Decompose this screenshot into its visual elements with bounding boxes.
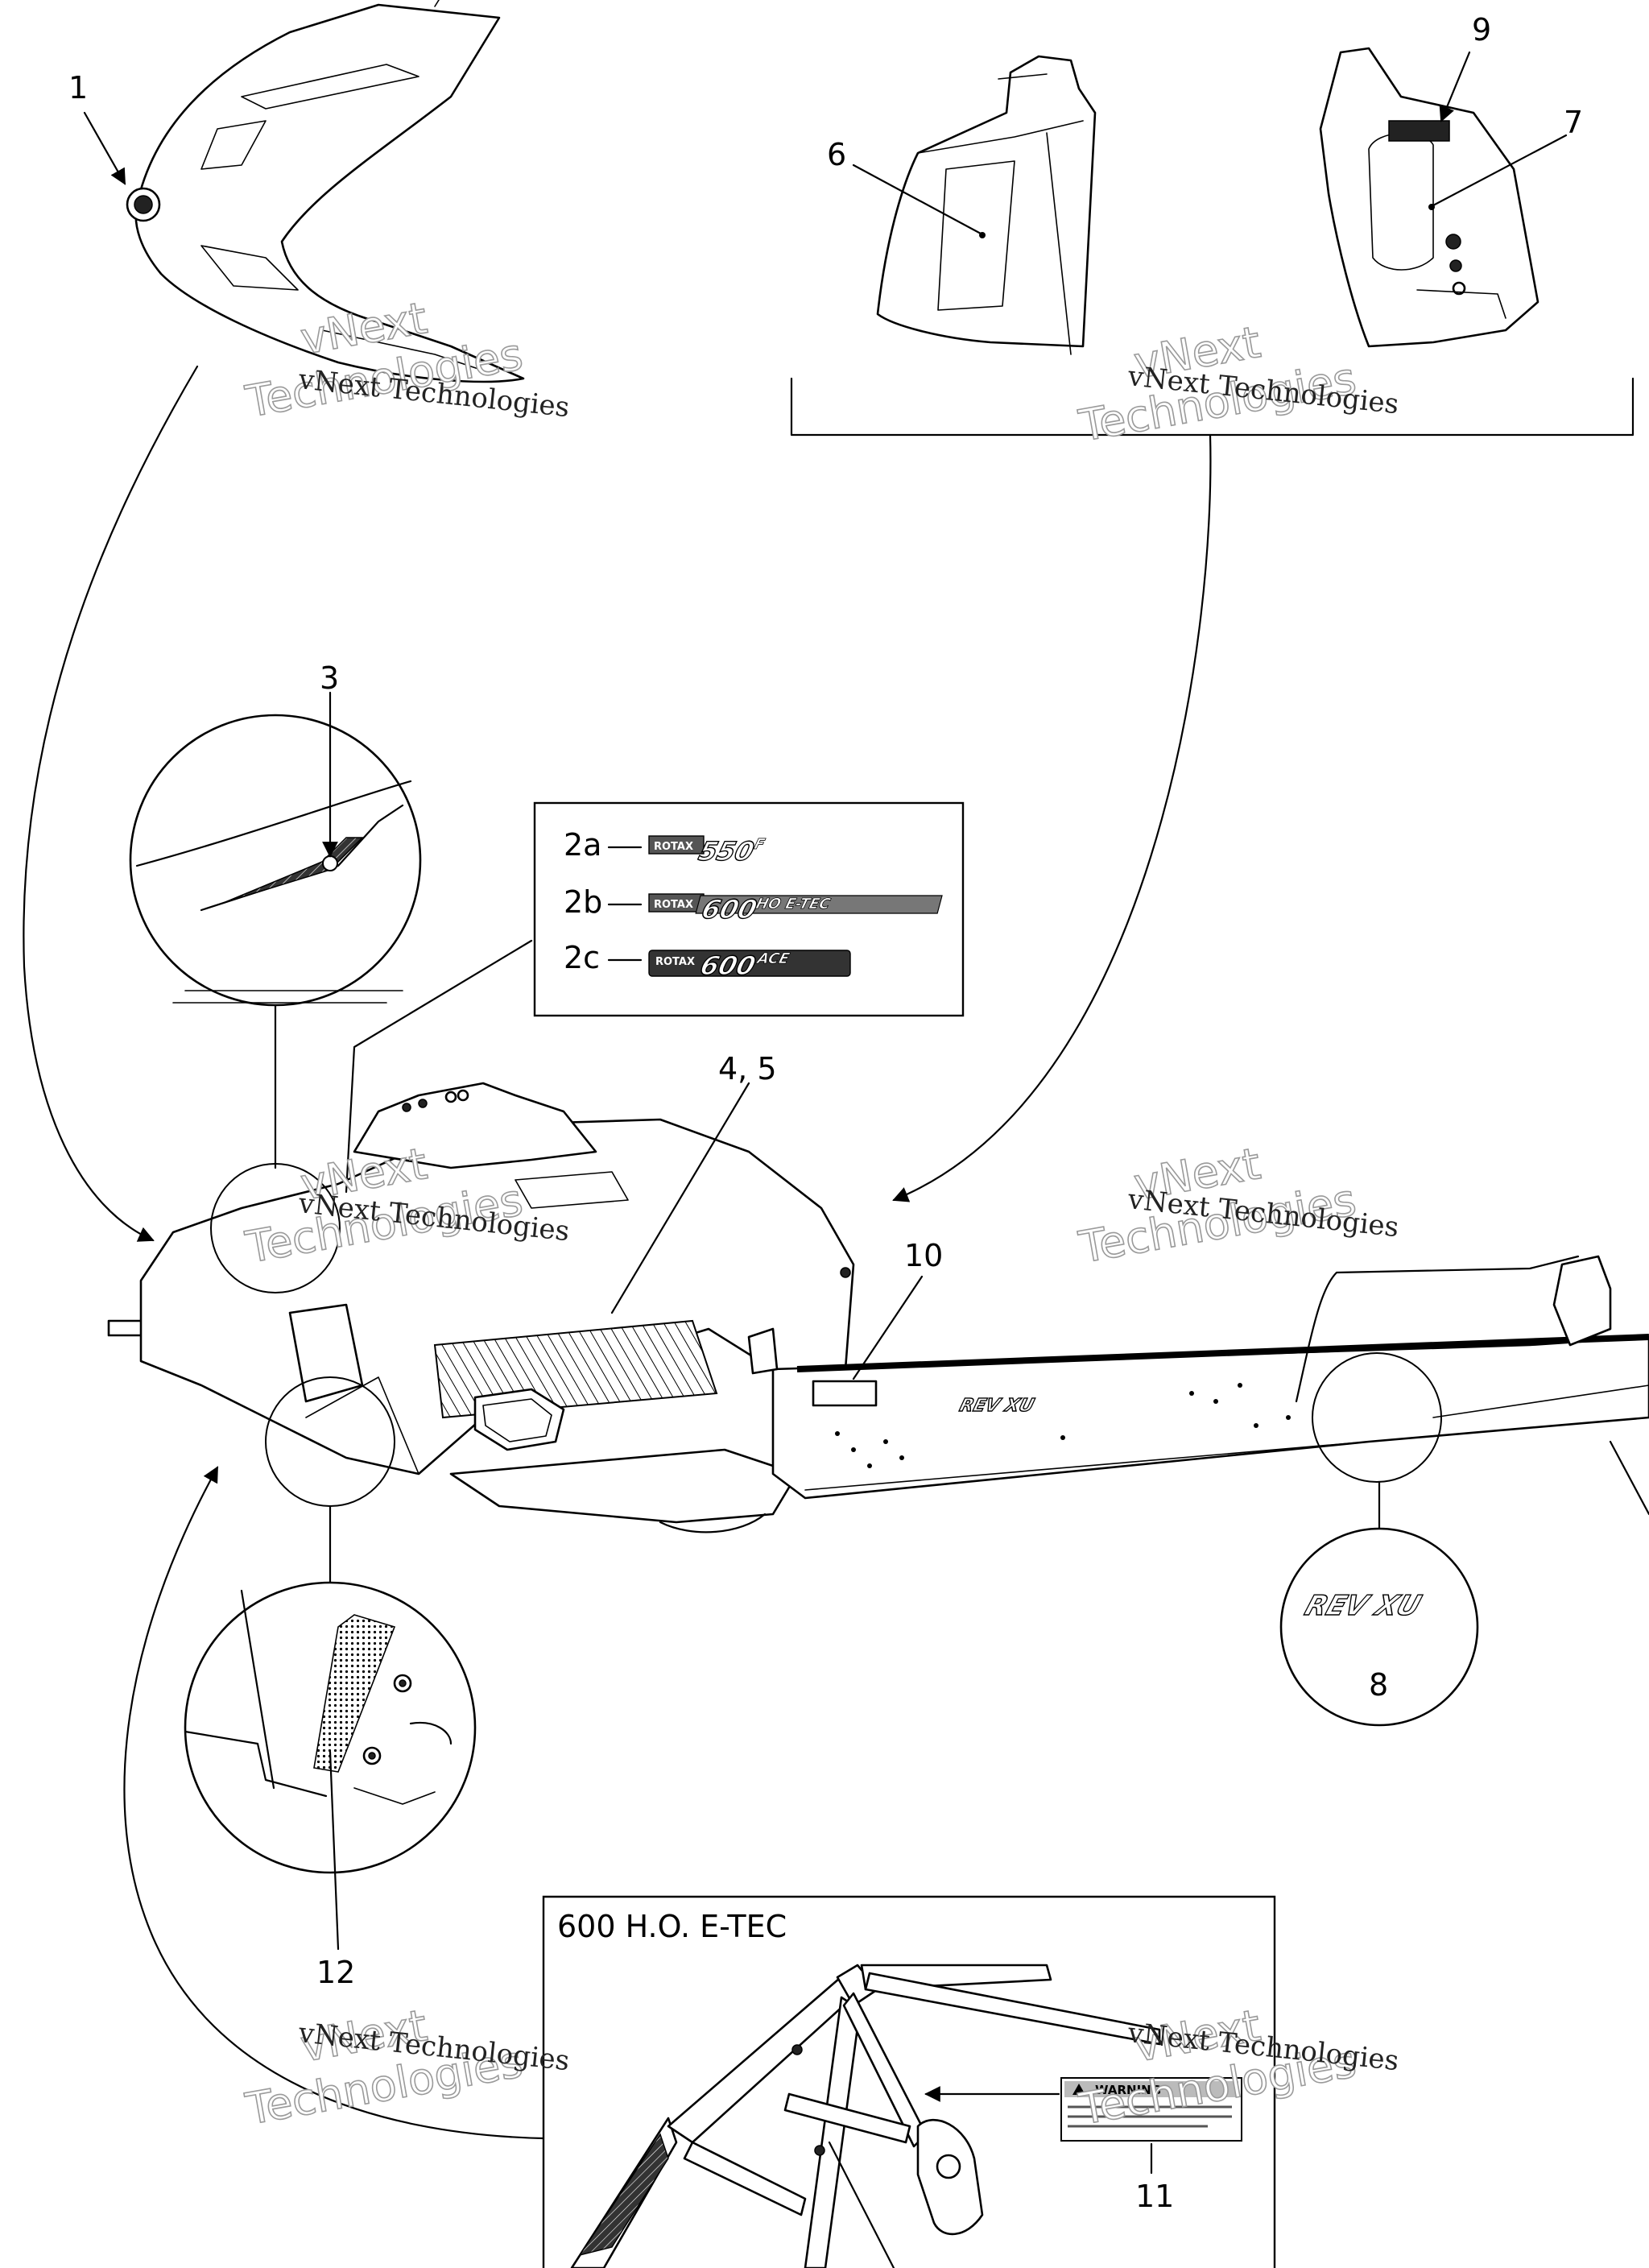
callout-6: 6 [827,137,846,172]
callout-4-5: 4, 5 [718,1051,777,1086]
callout-10: 10 [904,1238,943,1273]
svg-text:ROTAX: ROTAX [655,956,695,968]
svg-text:vNext: vNext [1130,2000,1264,2071]
callout-2a: 2a [564,827,601,863]
snowmobile-body: REV XU [107,1082,1649,1533]
svg-text:HO E-TEC: HO E-TEC [754,896,833,913]
svg-text:550: 550 [696,837,758,867]
callout-9: 9 [1472,12,1491,48]
engine-decal-box: 2a ROTAX 550 F 2b ROTAX 600 HO E-TEC 2c [533,801,965,1017]
svg-text:600: 600 [697,951,759,981]
etec-inset-box: 600 H.O. E-TEC WARNING [542,1895,1276,2268]
callout-11: 11 [1135,2179,1174,2214]
callout-12: 12 [316,1955,355,1990]
callout-2c: 2c [564,940,600,975]
decal-2b: ROTAX 600 HO E-TEC [648,893,943,925]
callout-8: 8 [1369,1667,1388,1703]
decal-2a: ROTAX 550 F [648,835,767,867]
callout-1: 1 [68,70,88,106]
detail-circle-12 [184,1581,477,1874]
tunnel-model-badge: REV XU [957,1395,1036,1416]
hood-fairing-part [126,0,525,383]
callout-3: 3 [320,660,339,696]
svg-text:ACE: ACE [754,950,791,967]
decal-2c: ROTAX 600 ACE [648,950,851,982]
left-side-panel-part [876,55,1097,355]
svg-text:WARNING: WARNING [1095,2083,1161,2097]
svg-text:ROTAX: ROTAX [654,841,693,853]
detail-circle-3 [129,714,422,1007]
callout-2b: 2b [564,884,602,920]
detail-circle-8: REV XU [1279,1527,1479,1727]
warning-decal: WARNING [1060,2077,1242,2142]
right-side-panel-part [1319,47,1539,348]
inset-box-title: 600 H.O. E-TEC [557,1909,787,1944]
callout-7: 7 [1564,105,1583,140]
side-panel-bracket [790,377,1635,437]
model-badge-decal: REV XU [1301,1591,1425,1622]
svg-text:ROTAX: ROTAX [654,899,693,911]
svg-text:600: 600 [698,895,760,925]
decal-10-marker [812,1380,878,1407]
